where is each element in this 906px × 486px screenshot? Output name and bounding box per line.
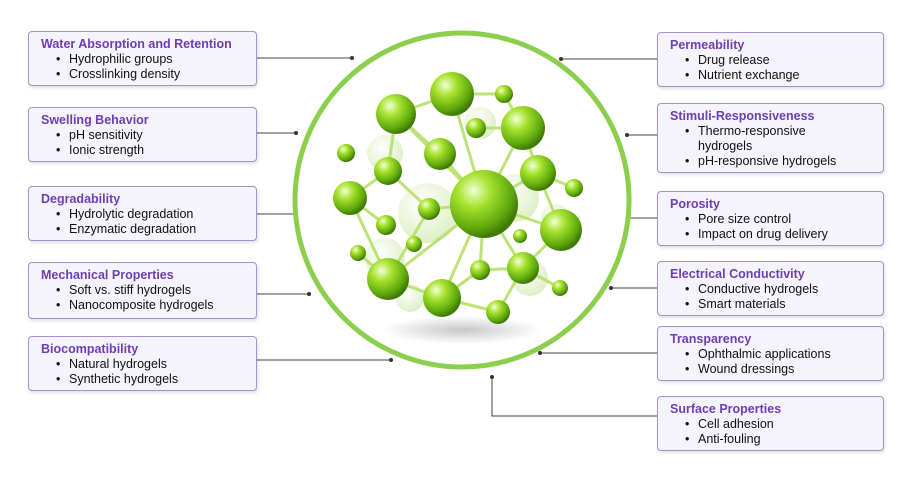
card-title: Degradability <box>41 192 121 206</box>
card-item: Crosslinking density <box>56 67 246 82</box>
card-title: Biocompatibility <box>41 342 139 356</box>
card-title: Surface Properties <box>670 402 782 416</box>
card-item: pH sensitivity <box>56 128 246 143</box>
card-title: Mechanical Properties <box>41 268 174 282</box>
card-title: Transparency <box>670 332 752 346</box>
card-item: Hydrophilic groups <box>56 52 246 67</box>
card-degradability: Degradability Hydrolytic degradation Enz… <box>28 186 257 241</box>
card-mechanical-properties: Mechanical Properties Soft vs. stiff hyd… <box>28 262 257 319</box>
card-stimuli-responsiveness: Stimuli-Responsiveness Thermo-responsive… <box>657 103 884 173</box>
connector-surface <box>490 375 657 417</box>
card-biocompatibility: Biocompatibility Natural hydrogels Synth… <box>28 336 257 391</box>
card-item: Nutrient exchange <box>685 68 873 83</box>
card-item: Nanocomposite hydrogels <box>56 298 246 313</box>
card-item: Thermo-responsive hydrogels <box>685 124 823 154</box>
card-title: Permeability <box>670 38 745 52</box>
card-swelling-behavior: Swelling Behavior pH sensitivity Ionic s… <box>28 107 257 162</box>
card-item: Ophthalmic applications <box>685 347 873 362</box>
card-transparency: Transparency Ophthalmic applications Wou… <box>657 326 884 381</box>
card-water-absorption: Water Absorption and Retention Hydrophil… <box>28 31 257 86</box>
card-item: Smart materials <box>685 297 873 312</box>
card-title: Water Absorption and Retention <box>41 37 232 51</box>
card-electrical-conductivity: Electrical Conductivity Conductive hydro… <box>657 261 884 316</box>
card-item: Conductive hydrogels <box>685 282 873 297</box>
card-item: Enzymatic degradation <box>56 222 246 237</box>
card-item: Ionic strength <box>56 143 246 158</box>
card-title: Swelling Behavior <box>41 113 149 127</box>
card-permeability: Permeability Drug release Nutrient excha… <box>657 32 884 87</box>
card-item: Synthetic hydrogels <box>56 372 246 387</box>
card-item: Impact on drug delivery <box>685 227 873 242</box>
card-porosity: Porosity Pore size control Impact on dru… <box>657 191 884 246</box>
card-title: Stimuli-Responsiveness <box>670 109 815 123</box>
card-item: Pore size control <box>685 212 873 227</box>
card-item: Wound dressings <box>685 362 873 377</box>
card-item: Anti-fouling <box>685 432 873 447</box>
card-item: Drug release <box>685 53 873 68</box>
card-item: Soft vs. stiff hydrogels <box>56 283 246 298</box>
hydrogel-network-icon <box>290 28 634 372</box>
card-item: Natural hydrogels <box>56 357 246 372</box>
card-title: Porosity <box>670 197 721 211</box>
card-item: Cell adhesion <box>685 417 873 432</box>
card-title: Electrical Conductivity <box>670 267 805 281</box>
card-item: Hydrolytic degradation <box>56 207 246 222</box>
card-surface-properties: Surface Properties Cell adhesion Anti-fo… <box>657 396 884 451</box>
card-item: pH-responsive hydrogels <box>685 154 873 169</box>
